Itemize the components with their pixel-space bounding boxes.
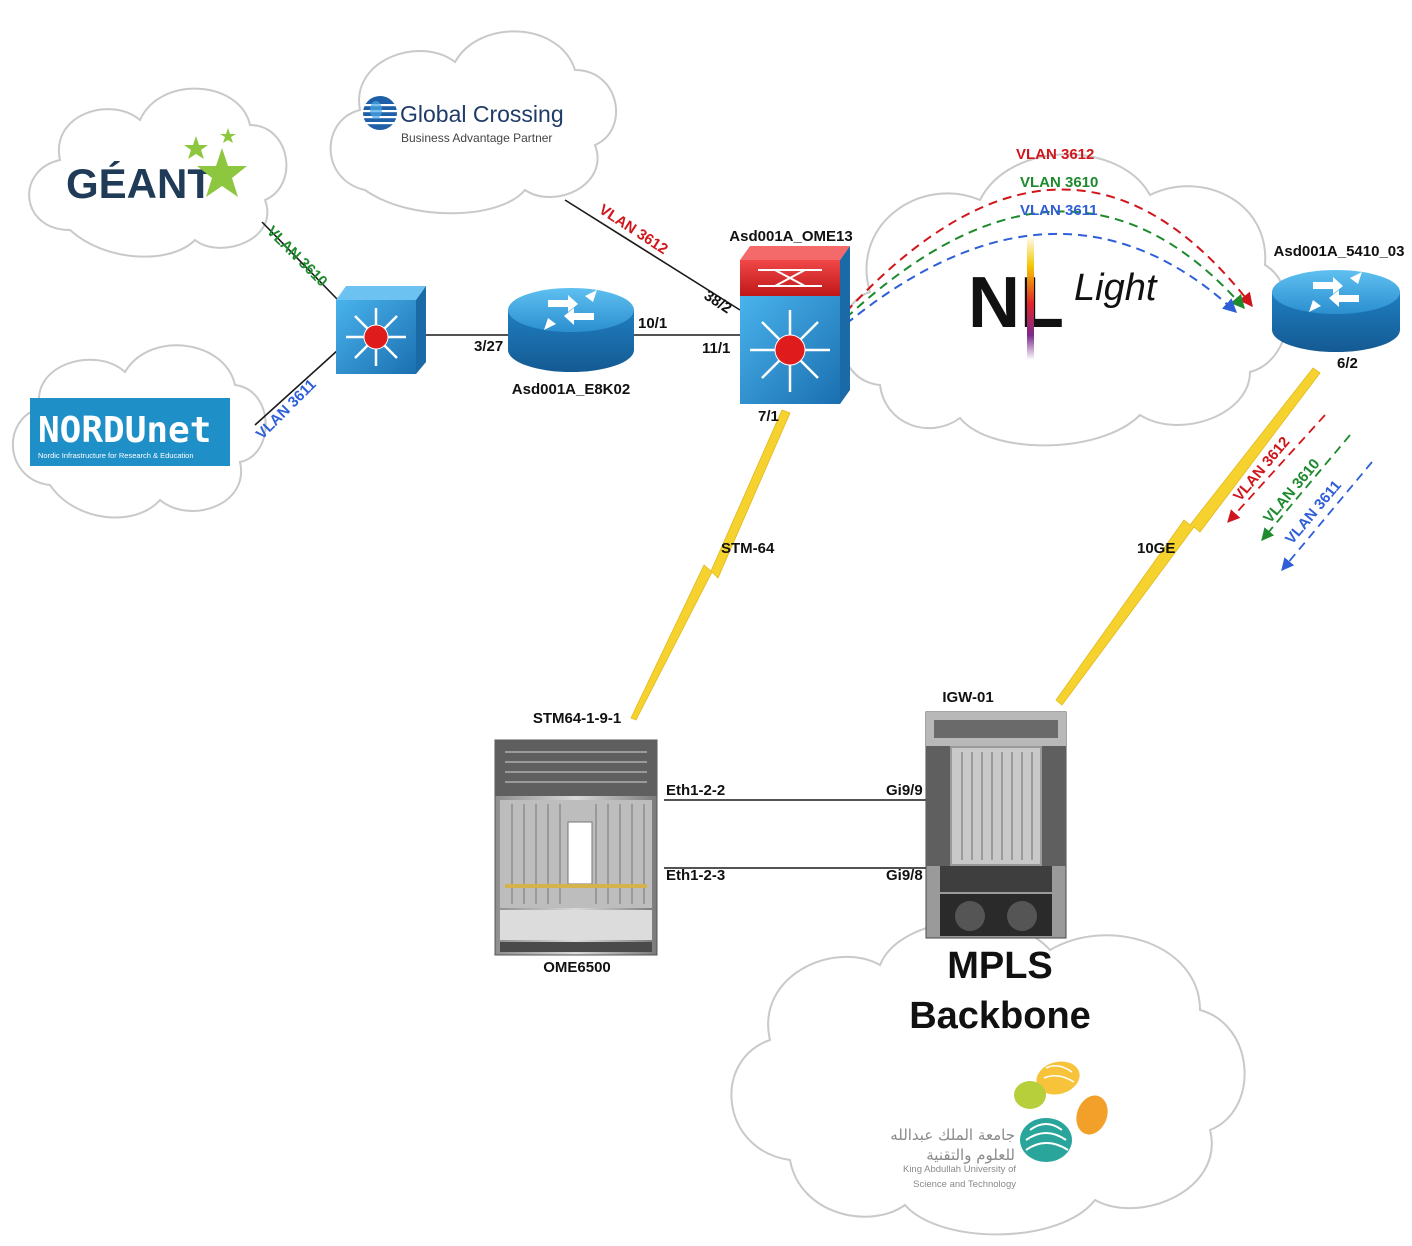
ome6500-chassis[interactable]: STM64-1-9-1 OME6500 — [494, 710, 658, 976]
global-crossing-logo: Global Crossing Business Advantage Partn… — [363, 96, 564, 145]
port-3-27: 3/27 — [474, 338, 503, 355]
vlan-3612-down-arrow — [1227, 414, 1326, 523]
kaust-english-line1: King Abdullah University of — [903, 1164, 1016, 1175]
vlan-3611-down-arrow — [1281, 461, 1373, 571]
nlight-stripe — [1027, 235, 1034, 360]
router-e8k02[interactable]: Asd001A_E8K02 — [508, 288, 634, 398]
port-gi9-8: Gi9/8 — [886, 867, 923, 884]
nlight-logo: NL Light — [968, 235, 1158, 360]
vlan-label-arc-3610: VLAN 3610 — [1020, 174, 1098, 191]
router-arrows-icon — [1309, 272, 1362, 312]
port-38-2: 38/2 — [701, 287, 735, 317]
crossbar-icon — [758, 269, 822, 287]
port-gi9-9: Gi9/9 — [886, 782, 923, 799]
switch-ome13[interactable]: Asd001A_OME13 — [729, 228, 853, 404]
geant-logo-text: GÉANT — [66, 160, 213, 207]
kaust-english-line2: Science and Technology — [913, 1179, 1016, 1190]
kaust-arabic-line2: للعلوم والتقنية — [926, 1146, 1015, 1164]
vlan-label-geant: VLAN 3610 — [263, 223, 330, 290]
mpls-title-line2: Backbone — [909, 995, 1091, 1037]
global-crossing-cloud — [329, 30, 618, 215]
star-icon — [184, 128, 247, 197]
port-eth1-2-3: Eth1-2-3 — [666, 867, 725, 884]
router-5410[interactable]: Asd001A_5410_03 — [1272, 243, 1404, 352]
nordunet-tagline: Nordic Infrastructure for Research & Edu… — [38, 451, 194, 460]
kaust-arabic-line1: جامعة الملك عبدالله — [890, 1126, 1015, 1144]
ome6500-name: OME6500 — [543, 959, 611, 976]
vlan-3612-arc — [845, 188, 1253, 313]
port-eth1-2-2: Eth1-2-2 — [666, 782, 725, 799]
igw01-name: IGW-01 — [942, 689, 993, 706]
vlan-label-globalcrossing: VLAN 3612 — [596, 201, 671, 258]
link-geant-switch — [261, 221, 339, 301]
mpls-backbone-title: MPLS Backbone — [909, 945, 1091, 1037]
link-label-10ge: 10GE — [1137, 540, 1175, 557]
kaust-emblem-icon — [1014, 1061, 1108, 1162]
link-globalcrossing-ome13 — [564, 199, 741, 311]
mpls-cloud — [730, 920, 1246, 1236]
port-7-1: 7/1 — [758, 408, 779, 425]
vlan-3610-down-arrow — [1261, 434, 1351, 541]
nlight-logo-nl: NL — [968, 263, 1064, 343]
mpls-title-line1: MPLS — [947, 945, 1053, 987]
globe-icon — [363, 96, 397, 130]
stm64-lightning-link — [630, 409, 791, 721]
global-crossing-logo-text: Global Crossing — [400, 101, 564, 127]
nordunet-logo: NORDUnet Nordic Infrastructure for Resea… — [30, 398, 230, 466]
link-label-stm64: STM-64 — [721, 540, 775, 557]
geant-cloud — [28, 87, 288, 258]
ome6500-port-name: STM64-1-9-1 — [533, 710, 621, 727]
router-arrows-icon — [544, 290, 597, 330]
tenge-lightning-link — [1055, 367, 1321, 706]
vlan-3610-arc — [845, 210, 1245, 319]
nlight-cloud — [840, 153, 1289, 447]
nlight-logo-light: Light — [1074, 267, 1158, 309]
port-10-1: 10/1 — [638, 315, 667, 332]
nordunet-logo-text: NORDUnet — [38, 410, 211, 451]
port-11-1: 11/1 — [702, 340, 730, 357]
link-nordunet-switch — [254, 349, 339, 426]
access-switch[interactable] — [336, 286, 426, 374]
router-e8k02-name: Asd001A_E8K02 — [512, 381, 630, 398]
igw01-chassis[interactable]: IGW-01 — [925, 689, 1067, 939]
switch-ome13-name: Asd001A_OME13 — [729, 228, 852, 245]
geant-logo: GÉANT — [66, 128, 247, 207]
router-5410-name: Asd001A_5410_03 — [1274, 243, 1405, 260]
kaust-logo: جامعة الملك عبدالله للعلوم والتقنية King… — [890, 1061, 1108, 1190]
global-crossing-tagline: Business Advantage Partner — [401, 131, 552, 145]
vlan-3611-arc — [845, 233, 1238, 325]
vlan-label-arc-3611: VLAN 3611 — [1020, 202, 1098, 219]
port-6-2: 6/2 — [1337, 355, 1358, 372]
vlan-label-arc-3612: VLAN 3612 — [1016, 146, 1094, 163]
